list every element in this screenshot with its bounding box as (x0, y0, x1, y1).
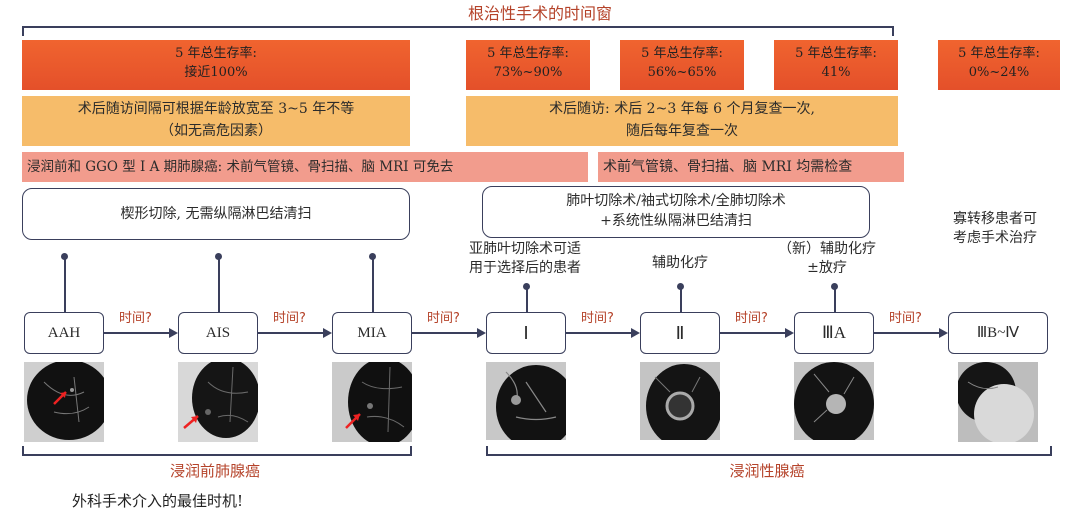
arrow-head (477, 328, 486, 338)
survival-box-stage3a: 5 年总生存率: 41% (774, 40, 898, 90)
connector-dot (61, 253, 68, 260)
ct-image-stage3a (794, 362, 874, 440)
followup-box-preinvasive: 术后随访间隔可根据年龄放宽至 3~5 年不等 （如无高危因素） (22, 96, 410, 146)
surgery-text: 肺叶切除术/袖式切除术/全肺切除术 (566, 193, 786, 209)
preop-box-invasive: 术前气管镜、骨扫描、脑 MRI 均需检查 (598, 152, 904, 182)
connector-dot (677, 283, 684, 290)
ct-image-aah (24, 362, 104, 442)
arrow-head (323, 328, 332, 338)
followup-text: 术后随访间隔可根据年龄放宽至 3~5 年不等 (77, 101, 355, 117)
time-label: 时间? (119, 311, 152, 326)
stage-box-2: Ⅱ (640, 312, 720, 354)
stage-box-1: Ⅰ (486, 312, 566, 354)
time-label: 时间? (427, 311, 460, 326)
survival-value: 56%~65% (647, 65, 717, 80)
stage-box-ais: AIS (178, 312, 258, 354)
connector-dot (369, 253, 376, 260)
surgery-box-lobectomy: 肺叶切除术/袖式切除术/全肺切除术 +系统性纵隔淋巴结清扫 (482, 186, 870, 238)
stage-box-3a: ⅢA (794, 312, 874, 354)
survival-value: 41% (821, 65, 851, 80)
time-label: 时间? (273, 311, 306, 326)
survival-box-stage3b: 5 年总生存率: 0%~24% (938, 40, 1060, 90)
followup-text: 术后随访: 术后 2~3 年每 6 个月复查一次, (549, 101, 815, 117)
survival-label: 5 年总生存率: (487, 46, 569, 61)
connector-stage2 (680, 286, 682, 312)
survival-value: 0%~24% (968, 65, 1030, 80)
survival-value: 接近100% (184, 65, 248, 80)
category-preinvasive: 浸润前肺腺癌 (169, 462, 260, 480)
arrow-head (169, 328, 178, 338)
survival-label: 5 年总生存率: (795, 46, 877, 61)
followup-note: （如无高危因素） (160, 123, 272, 139)
survival-box-stage2: 5 年总生存率: 56%~65% (620, 40, 744, 90)
time-label: 时间? (889, 311, 922, 326)
note-stage3a: （新）辅助化疗 ±放疗 (778, 241, 876, 276)
connector-aah (64, 256, 66, 312)
arrow-line (566, 332, 632, 334)
note-stage3b: 寡转移患者可 考虑手术治疗 (953, 211, 1037, 246)
arrow-head (785, 328, 794, 338)
arrow-line (720, 332, 786, 334)
survival-value: 73%~90% (493, 65, 563, 80)
ct-image-mia (332, 362, 412, 442)
surgery-text: 楔形切除, 无需纵隔淋巴结清扫 (120, 206, 312, 222)
time-label: 时间? (735, 311, 768, 326)
followup-box-invasive: 术后随访: 术后 2~3 年每 6 个月复查一次, 随后每年复查一次 (466, 96, 898, 146)
surgery-text: +系统性纵隔淋巴结清扫 (600, 213, 752, 229)
arrow-head (631, 328, 640, 338)
connector-dot (523, 283, 530, 290)
survival-label: 5 年总生存率: (175, 46, 257, 61)
time-window-bracket (22, 26, 894, 36)
invasive-bracket (486, 446, 1052, 456)
ct-image-ais (178, 362, 258, 442)
followup-text: 随后每年复查一次 (626, 123, 738, 139)
connector-stage3a (834, 286, 836, 312)
survival-label: 5 年总生存率: (641, 46, 723, 61)
note-stage1: 亚肺叶切除术可适 用于选择后的患者 (469, 241, 581, 276)
stage-box-aah: AAH (24, 312, 104, 354)
connector-stage1 (526, 286, 528, 312)
survival-label: 5 年总生存率: (958, 46, 1040, 61)
preop-box-preinvasive: 浸润前和 GGO 型 Ⅰ A 期肺腺癌: 术前气管镜、骨扫描、脑 MRI 可免去 (22, 152, 588, 182)
arrow-line (104, 332, 170, 334)
category-invasive: 浸润性腺癌 (729, 462, 805, 480)
arrow-line (412, 332, 478, 334)
surgery-box-wedge: 楔形切除, 无需纵隔淋巴结清扫 (22, 188, 410, 240)
survival-box-preinvasive: 5 年总生存率: 接近100% (22, 40, 410, 90)
connector-mia (372, 256, 374, 312)
survival-box-stage1: 5 年总生存率: 73%~90% (466, 40, 590, 90)
arrow-head (939, 328, 948, 338)
arrow-line (258, 332, 324, 334)
time-label: 时间? (581, 311, 614, 326)
stage-box-mia: MIA (332, 312, 412, 354)
arrow-line (874, 332, 940, 334)
preinvasive-bracket (22, 446, 412, 456)
bottom-caption: 外科手术介入的最佳时机! (72, 492, 244, 510)
connector-dot (215, 253, 222, 260)
ct-image-stage1 (486, 362, 566, 440)
stage-box-3b-4: ⅢB~Ⅳ (948, 312, 1048, 354)
ct-image-stage2 (640, 362, 720, 440)
diagram-title: 根治性手术的时间窗 (467, 4, 612, 23)
ct-image-stage3b (958, 362, 1038, 442)
connector-dot (831, 283, 838, 290)
note-stage2: 辅助化疗 (652, 255, 708, 271)
connector-ais (218, 256, 220, 312)
